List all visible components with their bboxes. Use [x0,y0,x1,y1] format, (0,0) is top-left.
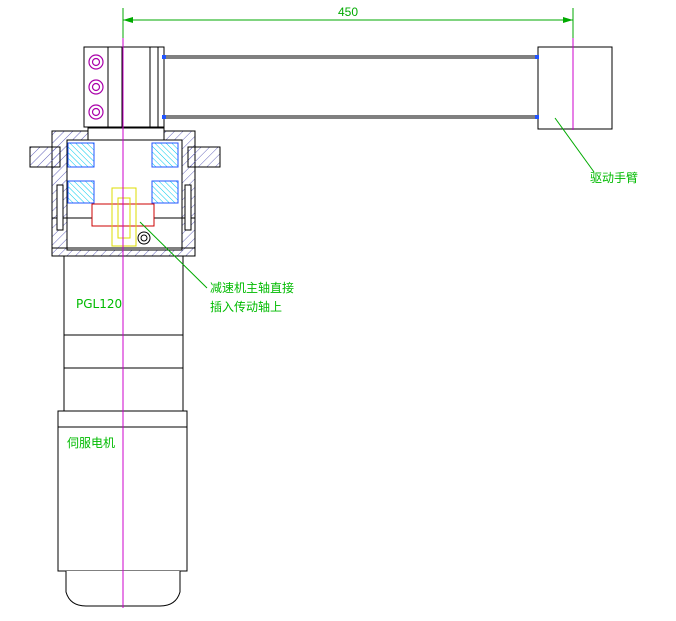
label-servo-motor: 伺服电机 [67,436,115,450]
label-reducer-note-1: 减速机主轴直接 [210,280,294,295]
arm-clamp-block [83,46,165,128]
label-reducer-note-2: 插入传动轴上 [210,299,282,314]
drive-arm-tube [163,46,613,130]
centerlines [122,38,574,608]
housing-side-bolts [56,184,192,231]
upper-bearings [67,142,179,204]
label-reducer-model: PGL120 [76,297,122,311]
label-drive-arm: 驱动手臂 [590,171,638,185]
clamp-bolts [88,54,104,120]
dimension-value: 450 [338,5,358,19]
arm-weld-marks [162,55,539,119]
leader-lines [139,117,595,289]
